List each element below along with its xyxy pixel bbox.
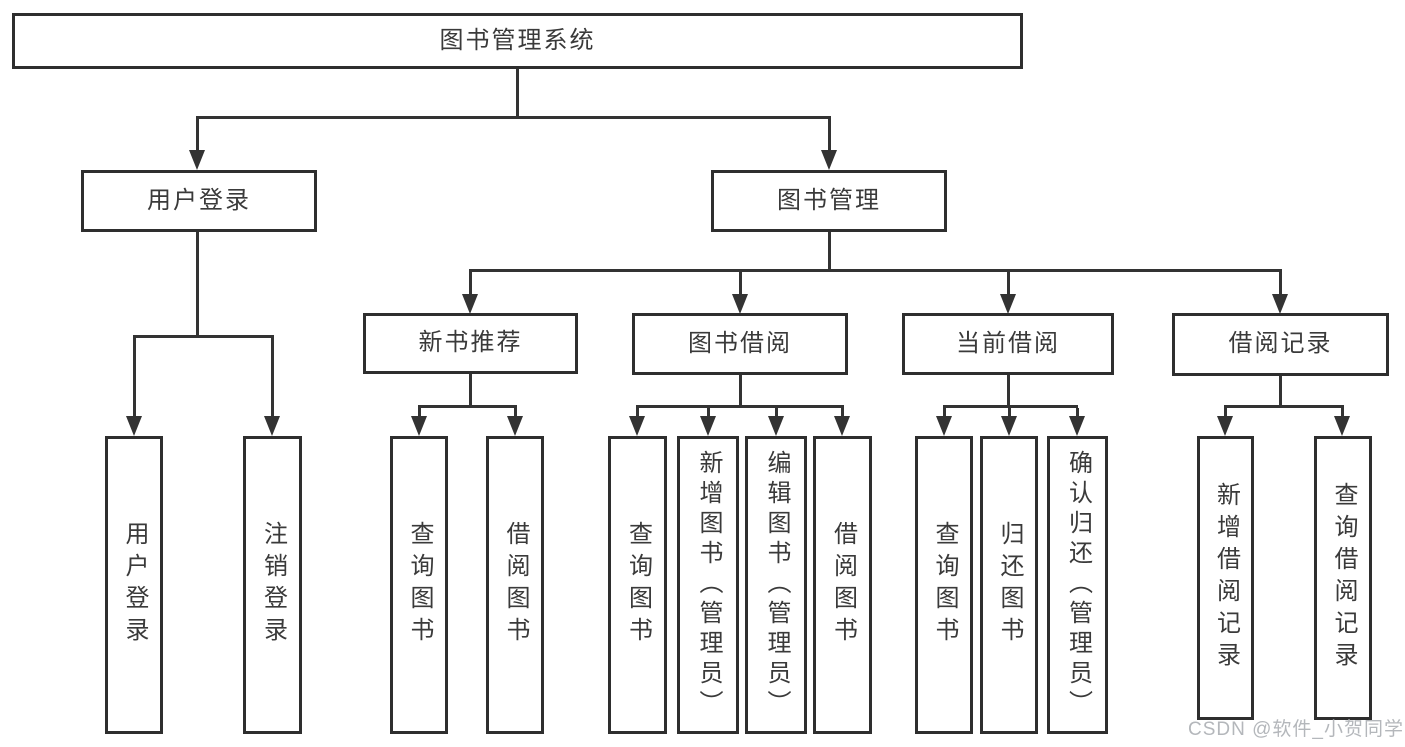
node-book-management-branch-label: 图书管理 bbox=[777, 186, 881, 214]
connector-line bbox=[1279, 374, 1282, 408]
connector-line bbox=[1224, 405, 1344, 408]
leaf-add-book-admin-label: 新增图书（管理员） bbox=[695, 450, 722, 720]
node-user-login-branch-label: 用户登录 bbox=[147, 186, 251, 214]
arrow-down-icon bbox=[1069, 416, 1085, 436]
leaf-add-book-admin: 新增图书（管理员） bbox=[677, 436, 739, 734]
node-new-book-recommend: 新书推荐 bbox=[363, 313, 578, 374]
leaf-borrow-books-recommend: 借阅图书 bbox=[486, 436, 544, 734]
arrow-down-icon bbox=[126, 416, 142, 436]
connector-line bbox=[943, 408, 946, 417]
connector-line bbox=[775, 408, 778, 417]
arrow-down-icon bbox=[1217, 416, 1233, 436]
arrow-down-icon bbox=[732, 294, 748, 314]
leaf-confirm-return-admin: 确认归还（管理员） bbox=[1047, 436, 1108, 734]
leaf-query-borrow-record-label: 查询借阅记录 bbox=[1330, 482, 1357, 674]
connector-line bbox=[469, 272, 472, 296]
connector-line bbox=[469, 374, 472, 408]
leaf-query-books-current-label: 查询图书 bbox=[931, 521, 958, 649]
connector-line bbox=[636, 405, 844, 408]
arrow-down-icon bbox=[189, 150, 205, 170]
connector-line bbox=[133, 335, 274, 338]
arrow-down-icon bbox=[936, 416, 952, 436]
arrow-down-icon bbox=[1000, 294, 1016, 314]
connector-line bbox=[196, 232, 199, 337]
connector-line bbox=[1076, 408, 1079, 417]
connector-line bbox=[1224, 408, 1227, 417]
leaf-user-login: 用户登录 bbox=[105, 436, 163, 734]
leaf-user-login-label: 用户登录 bbox=[121, 521, 148, 649]
arrow-down-icon bbox=[834, 416, 850, 436]
node-book-borrowing-label: 图书借阅 bbox=[688, 329, 792, 357]
connector-line bbox=[1341, 408, 1344, 417]
leaf-return-books: 归还图书 bbox=[980, 436, 1038, 734]
leaf-borrow-books-borrow: 借阅图书 bbox=[813, 436, 872, 734]
connector-line bbox=[1008, 408, 1011, 417]
node-current-borrowing: 当前借阅 bbox=[902, 313, 1114, 375]
arrow-down-icon bbox=[821, 150, 837, 170]
connector-line bbox=[514, 408, 517, 417]
arrow-down-icon bbox=[700, 416, 716, 436]
leaf-query-books-borrow: 查询图书 bbox=[608, 436, 667, 734]
arrow-down-icon bbox=[1001, 416, 1017, 436]
leaf-edit-book-admin: 编辑图书（管理员） bbox=[745, 436, 807, 734]
connector-line bbox=[1279, 272, 1282, 296]
node-book-management-branch: 图书管理 bbox=[711, 170, 947, 232]
connector-line bbox=[636, 408, 639, 417]
node-root: 图书管理系统 bbox=[12, 13, 1023, 69]
arrow-down-icon bbox=[462, 294, 478, 314]
node-user-login-branch: 用户登录 bbox=[81, 170, 317, 232]
node-new-book-recommend-label: 新书推荐 bbox=[418, 329, 523, 357]
connector-line bbox=[418, 408, 421, 417]
leaf-edit-book-admin-label: 编辑图书（管理员） bbox=[763, 450, 790, 720]
connector-line bbox=[196, 119, 199, 152]
node-root-label: 图书管理系统 bbox=[439, 26, 596, 54]
arrow-down-icon bbox=[768, 416, 784, 436]
arrow-down-icon bbox=[507, 416, 523, 436]
leaf-query-books-recommend: 查询图书 bbox=[390, 436, 448, 734]
arrow-down-icon bbox=[264, 416, 280, 436]
leaf-query-borrow-record: 查询借阅记录 bbox=[1314, 436, 1372, 720]
connector-line bbox=[1007, 272, 1010, 296]
leaf-borrow-books-recommend-label: 借阅图书 bbox=[502, 521, 529, 649]
connector-line bbox=[133, 338, 136, 417]
arrow-down-icon bbox=[629, 416, 645, 436]
connector-line bbox=[196, 116, 831, 119]
leaf-query-books-recommend-label: 查询图书 bbox=[406, 521, 433, 649]
leaf-add-borrow-record: 新增借阅记录 bbox=[1197, 436, 1254, 720]
connector-line bbox=[271, 338, 274, 417]
connector-line bbox=[516, 69, 519, 119]
connector-line bbox=[1007, 374, 1010, 408]
node-current-borrowing-label: 当前借阅 bbox=[956, 329, 1060, 357]
connector-line bbox=[418, 405, 517, 408]
connector-line bbox=[943, 405, 1078, 408]
leaf-confirm-return-admin-label: 确认归还（管理员） bbox=[1064, 450, 1092, 720]
connector-line bbox=[828, 232, 831, 272]
watermark: CSDN @软件_小贺同学 bbox=[1188, 719, 1404, 740]
node-book-borrowing: 图书借阅 bbox=[632, 313, 848, 375]
leaf-return-books-label: 归还图书 bbox=[996, 521, 1023, 649]
leaf-borrow-books-borrow-label: 借阅图书 bbox=[829, 521, 857, 649]
connector-line bbox=[841, 408, 844, 417]
leaf-logout-label: 注销登录 bbox=[259, 521, 287, 649]
leaf-logout: 注销登录 bbox=[243, 436, 302, 734]
connector-line bbox=[469, 269, 1282, 272]
connector-line bbox=[707, 408, 710, 417]
arrow-down-icon bbox=[1334, 416, 1350, 436]
leaf-add-borrow-record-label: 新增借阅记录 bbox=[1212, 482, 1240, 674]
node-borrowing-records: 借阅记录 bbox=[1172, 313, 1389, 376]
connector-line bbox=[739, 374, 742, 408]
node-borrowing-records-label: 借阅记录 bbox=[1228, 330, 1333, 358]
connector-line bbox=[828, 119, 831, 152]
connector-line bbox=[739, 272, 742, 296]
arrow-down-icon bbox=[1272, 294, 1288, 314]
leaf-query-books-borrow-label: 查询图书 bbox=[624, 521, 652, 649]
arrow-down-icon bbox=[411, 416, 427, 436]
leaf-query-books-current: 查询图书 bbox=[915, 436, 973, 734]
